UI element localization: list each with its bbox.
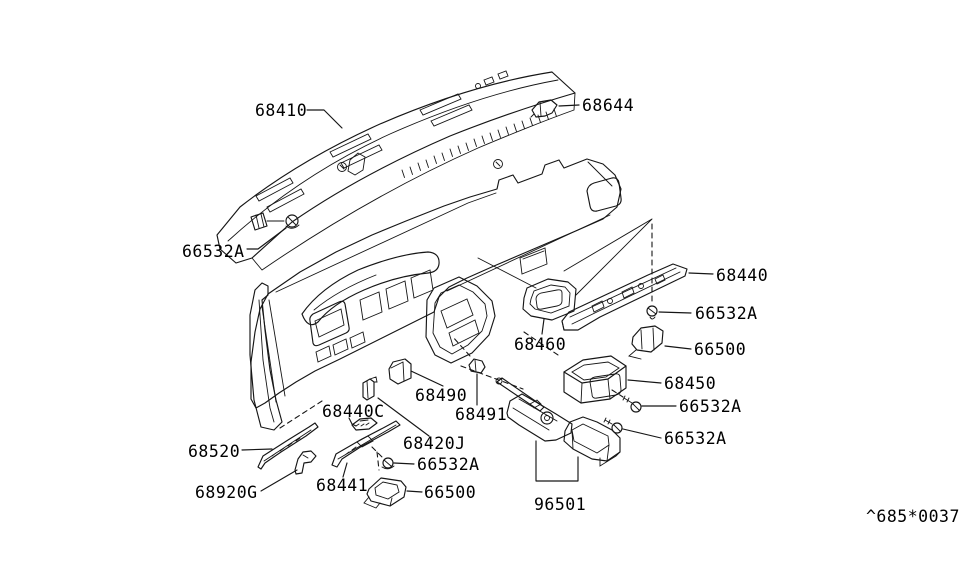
- instrument-panel-drawing: [250, 158, 622, 409]
- screw-bottom-mid-drawing: [381, 457, 395, 470]
- part-label-66500-right: 66500: [694, 340, 746, 359]
- vent-bezel-drawing: [477, 257, 577, 321]
- part-label-66532a-right-mid: 66532A: [679, 397, 742, 416]
- strip-mid-drawing: [331, 420, 401, 471]
- a-pillar-garnish-drawing: [249, 282, 283, 431]
- bracket-j-drawing: [362, 376, 378, 401]
- part-label-68440: 68440: [716, 266, 768, 285]
- part-label-96501: 96501: [534, 495, 586, 514]
- clip-center-drawing: [451, 335, 486, 374]
- screw-right-upper-drawing: [646, 305, 658, 320]
- screw-right-lower-drawing: [603, 417, 623, 434]
- pocket-assembly-drawing: [460, 331, 621, 482]
- part-label-68520: 68520: [188, 442, 240, 461]
- part-label-68491: 68491: [455, 405, 507, 424]
- part-label-68490: 68490: [415, 386, 467, 405]
- part-label-68460: 68460: [514, 335, 566, 354]
- cluster-opening: [309, 300, 350, 347]
- leader-lines: [241, 104, 714, 493]
- strip-left-drawing: [257, 422, 319, 470]
- screw-right-mid-drawing: [611, 389, 642, 413]
- part-label-68450: 68450: [664, 374, 716, 393]
- screw-top-left-drawing: [250, 212, 300, 231]
- part-label-68410: 68410: [255, 101, 307, 120]
- part-label-68920g: 68920G: [195, 483, 258, 502]
- part-label-66532a-right-lower: 66532A: [664, 429, 727, 448]
- pocket-right-drawing: [563, 355, 627, 404]
- heater-console-frame: [425, 276, 496, 364]
- defroster-grille-hatch: [401, 108, 557, 178]
- part-label-68420j: 68420J: [403, 434, 466, 453]
- dash-pad-drawing: [216, 70, 576, 271]
- part-labels: 68410 68644 66532A 68440 66532A 66500 68…: [182, 96, 960, 526]
- garnish-strip-drawing: [561, 218, 688, 331]
- part-label-68440c: 68440C: [322, 402, 385, 421]
- ashtray-clip-right-drawing: [628, 325, 664, 360]
- bracket-g-drawing: [294, 450, 317, 475]
- part-label-68644: 68644: [582, 96, 634, 115]
- part-label-66532a-right-upper: 66532A: [695, 304, 758, 323]
- drawing-code: ^685*0037: [866, 507, 960, 526]
- part-label-66532a-bottom: 66532A: [417, 455, 480, 474]
- part-label-68441: 68441: [316, 476, 368, 495]
- glove-box-opening: [586, 177, 622, 212]
- clip-c-drawing: [279, 400, 378, 431]
- lid-drawing: [388, 358, 412, 385]
- part-label-66500-bottom: 66500: [424, 483, 476, 502]
- pad-slots: [255, 70, 509, 213]
- finisher-clip-drawing: [530, 99, 558, 118]
- ashtray-bottom-drawing: [363, 477, 407, 509]
- switch-holes: [315, 331, 366, 363]
- part-label-66532a-top: 66532A: [182, 242, 245, 261]
